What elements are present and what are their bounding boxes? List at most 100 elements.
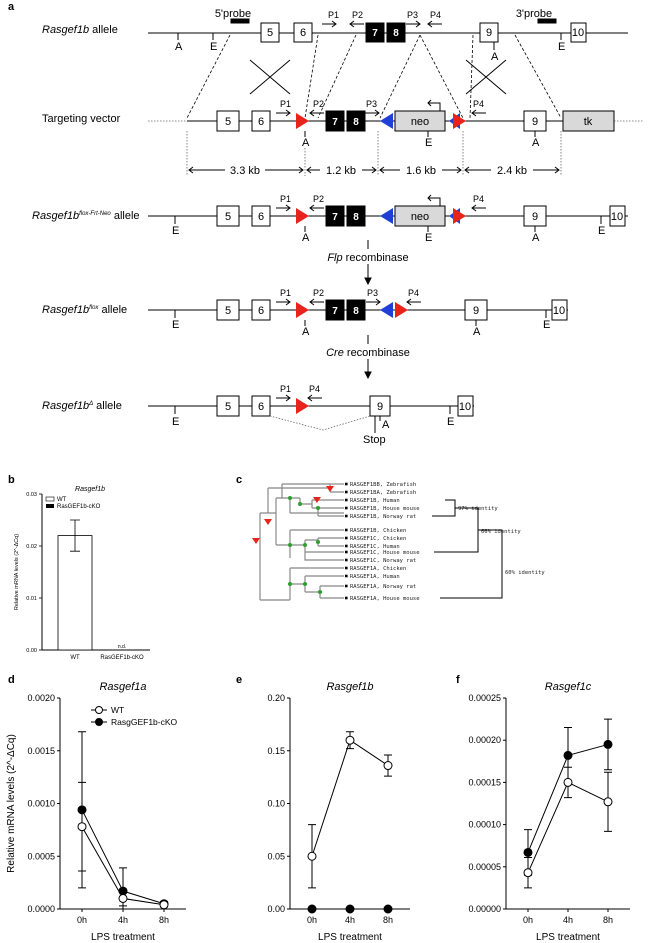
ytick-label: 0.00000: [468, 904, 501, 914]
site-e: E: [598, 225, 605, 237]
chart-title: Rasgef1b: [326, 681, 373, 693]
taxon-label: RASGEF1BB, Zebrafish: [350, 482, 416, 488]
primer-p4: P4: [473, 99, 484, 109]
exon-8: [346, 299, 366, 321]
chart-b-legend: WT RasGEF1b-cKO: [45, 496, 101, 510]
taxon-label: RASGEF1B, Human: [350, 498, 400, 504]
primer-p1: P1: [328, 10, 339, 20]
frt-site: [380, 302, 393, 318]
x-axis-label: LPS treatment: [536, 932, 600, 943]
exon-10-label: 10: [553, 305, 565, 317]
chart-rasgef1c: Rasgef1c0.000000.000050.000100.000150.00…: [468, 681, 630, 943]
arrow-left-icon: [471, 204, 486, 212]
ytick-label: 0.03: [26, 492, 37, 498]
exon-10: [570, 22, 587, 43]
point-wt: [563, 777, 573, 787]
site-a: A: [532, 137, 540, 149]
exon-8-label: 8: [353, 212, 359, 223]
exon-9-label: 9: [532, 211, 538, 223]
promoter-arrow-icon: [427, 194, 441, 206]
arrow-left-icon: [406, 298, 421, 306]
taxon-marker: [345, 528, 348, 532]
exon-6-label: 6: [300, 27, 306, 39]
site-a: A: [473, 326, 481, 338]
chart-title: Rasgef1a: [99, 681, 146, 693]
crossover-icon: [465, 59, 507, 95]
distance-scale: 3.3 kb 1.2 kb 1.6 kb 2.4 kb: [186, 131, 562, 177]
ytick-label: 0.0005: [27, 851, 55, 861]
xtick-label: 0h: [307, 915, 317, 925]
site-a: A: [175, 41, 183, 53]
row-targeting-vector: Targeting vector 5 6 7 8 neo 9 tk P1 P2 …: [42, 99, 644, 149]
chart-b-nd-annotation: n.d.: [118, 644, 126, 650]
exon-9: [479, 22, 499, 43]
exon-6-label: 6: [258, 116, 264, 128]
taxon-label: RASGEF1A, Chicken: [350, 566, 406, 572]
taxon-marker: [345, 550, 348, 554]
arrow-left-icon: [349, 20, 364, 28]
row-label-delta: Rasgef1bΔ allele: [42, 400, 122, 412]
site-a: A: [302, 232, 310, 244]
site-e: E: [172, 319, 179, 331]
ytick-label: 0.0010: [27, 799, 55, 809]
taxon-label: RASGEF1C, Norway rat: [350, 558, 416, 564]
exon-8-label: 8: [353, 117, 359, 128]
point-cko: [307, 904, 317, 914]
ytick-label: 0.00025: [468, 693, 501, 703]
row-label-flox-frt-neo: Rasgef1bflox-Frt-Neo allele: [32, 210, 140, 222]
exon-7-label: 7: [372, 28, 378, 39]
ytick-label: 0.00010: [468, 820, 501, 830]
flp-step: Flp recombinase: [318, 240, 418, 286]
chart-rasgef1a: Rasgef1a0.00000.00050.00100.00150.00200h…: [6, 681, 186, 943]
taxon-marker: [345, 596, 348, 600]
site-a: A: [302, 137, 310, 149]
ytick-label: 0.00015: [468, 777, 501, 787]
panel-label-a: a: [8, 1, 15, 13]
site-e: E: [172, 416, 179, 428]
three-probe-label: 3'probe: [516, 8, 552, 20]
distance-label: 1.2 kb: [326, 165, 356, 177]
point-cko: [603, 739, 613, 749]
primer-p4: P4: [309, 384, 320, 394]
exon-10-label: 10: [459, 401, 471, 413]
panel-label-d: d: [8, 674, 15, 686]
exon-5: [260, 22, 280, 43]
exon-10-label: 10: [611, 211, 623, 223]
loxp-site: [453, 208, 466, 224]
point-wt: [118, 893, 128, 903]
taxon-marker: [345, 498, 348, 502]
xtick-label: 8h: [603, 915, 613, 925]
taxon-label: RASGEF1A, House mouse: [350, 596, 420, 602]
exon-10: [609, 205, 626, 227]
arrow-right-icon: [366, 298, 381, 306]
taxon-marker: [345, 544, 348, 548]
xtick-label: 4h: [118, 915, 128, 925]
ytick-label: 0.0015: [27, 746, 55, 756]
xtick-label: 0h: [523, 915, 533, 925]
exon-10-label: 10: [572, 27, 584, 39]
taxon-marker: [345, 536, 348, 540]
taxon-marker: [345, 574, 348, 578]
exon-6: [251, 110, 271, 132]
error-bar: [70, 519, 80, 552]
crossover-icon: [249, 59, 291, 95]
primer-p2: P2: [313, 99, 324, 109]
primer-p4: P4: [408, 288, 419, 298]
arrow-right-icon: [406, 20, 421, 28]
distance-label: 3.3 kb: [230, 165, 260, 177]
xtick-label: 4h: [345, 915, 355, 925]
exon-7: [365, 22, 385, 43]
taxon-label: RASGEF1B, Norway rat: [350, 514, 416, 520]
arrow-right-icon: [322, 20, 337, 28]
exon-8: [346, 110, 366, 132]
panel-label-f: f: [456, 674, 460, 686]
x-axis-label: LPS treatment: [91, 932, 155, 943]
taxon-label: RASGEF1A, Norway rat: [350, 584, 416, 590]
promoter-arrow-icon: [427, 99, 441, 111]
chart-b-xtick-cko: RasGEF1b-cKO: [100, 655, 144, 661]
primer-p2: P2: [352, 10, 363, 20]
frt-site: [380, 113, 393, 129]
